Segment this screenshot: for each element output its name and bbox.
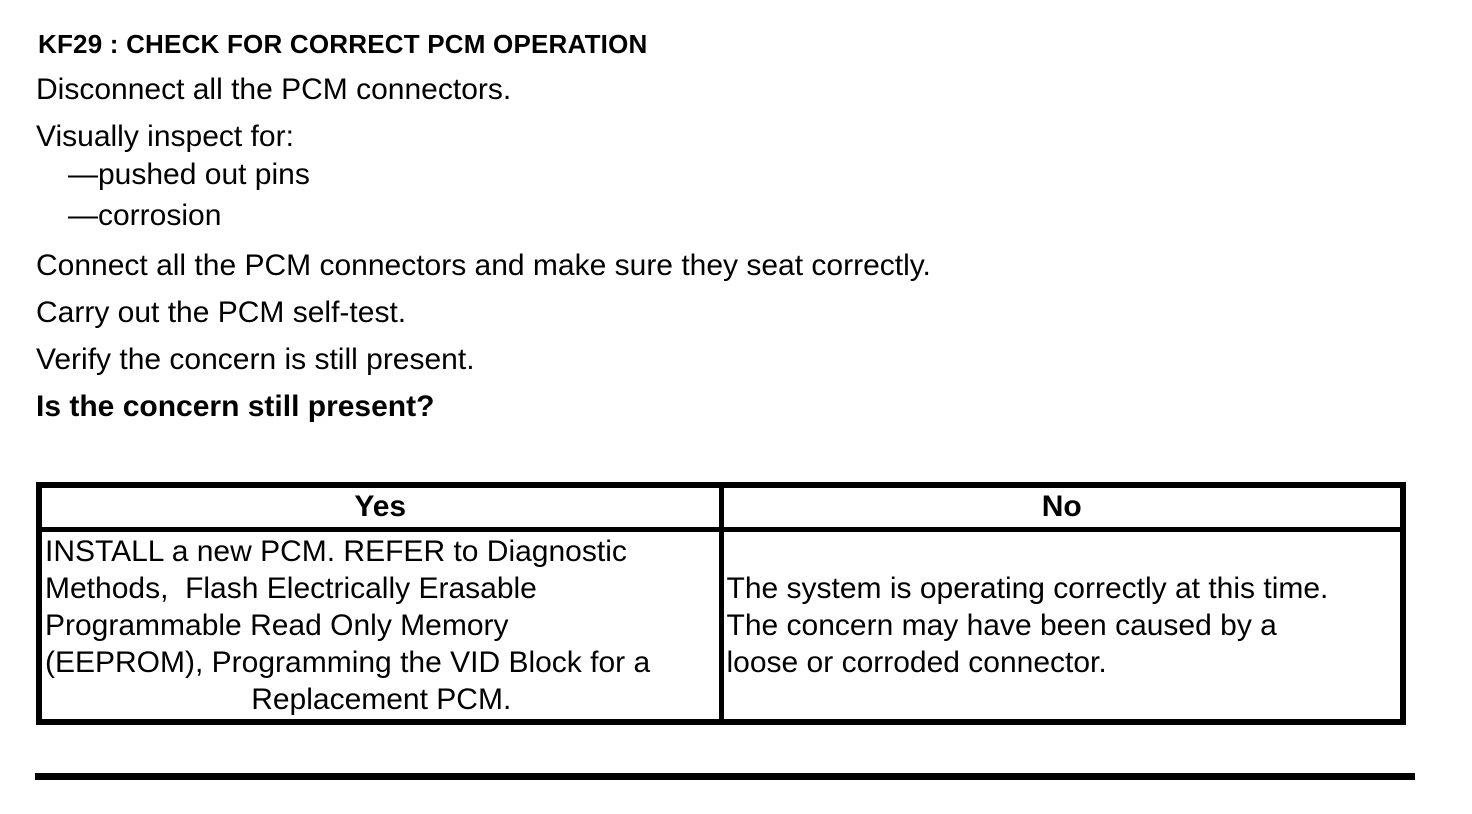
no-action-line: The concern may have been caused by a [726, 609, 1277, 642]
decision-table-header-row: Yes No [36, 482, 1406, 532]
page-title: KF29 : CHECK FOR CORRECT PCM OPERATION [38, 29, 648, 59]
inspect-item-pushed-out-pins: —pushed out pins [68, 158, 310, 191]
decision-question: Is the concern still present? [36, 390, 435, 423]
no-action-line: loose or corroded connector. [726, 646, 1107, 679]
instruction-inspect-intro: Visually inspect for: [36, 120, 294, 153]
page-bottom-rule [35, 773, 1415, 780]
instruction-disconnect: Disconnect all the PCM connectors. [36, 73, 512, 106]
decision-table: Yes No INSTALL a new PCM. REFER to Diagn… [36, 482, 1406, 725]
yes-action-line: Programmable Read Only Memory [45, 609, 509, 642]
yes-action-last-line: Replacement PCM. [251, 683, 512, 716]
instruction-verify: Verify the concern is still present. [36, 343, 475, 376]
no-column-header: No [718, 482, 1406, 532]
no-action-line: The system is operating correctly at thi… [726, 572, 1329, 605]
yes-column-header: Yes [36, 482, 724, 532]
no-action-cell: The system is operating correctly at thi… [718, 527, 1406, 725]
yes-action-line: Methods, Flash Electrically Erasable [45, 572, 537, 605]
instruction-connect: Connect all the PCM connectors and make … [36, 249, 931, 282]
yes-action-line: (EEPROM), Programming the VID Block for … [45, 646, 651, 679]
inspect-item-corrosion: —corrosion [68, 199, 222, 232]
instruction-self-test: Carry out the PCM self-test. [36, 296, 407, 329]
yes-action-cell: INSTALL a new PCM. REFER to Diagnostic M… [36, 527, 724, 725]
yes-action-line: INSTALL a new PCM. REFER to Diagnostic [45, 535, 627, 568]
decision-table-body-row: INSTALL a new PCM. REFER to Diagnostic M… [36, 527, 1406, 725]
